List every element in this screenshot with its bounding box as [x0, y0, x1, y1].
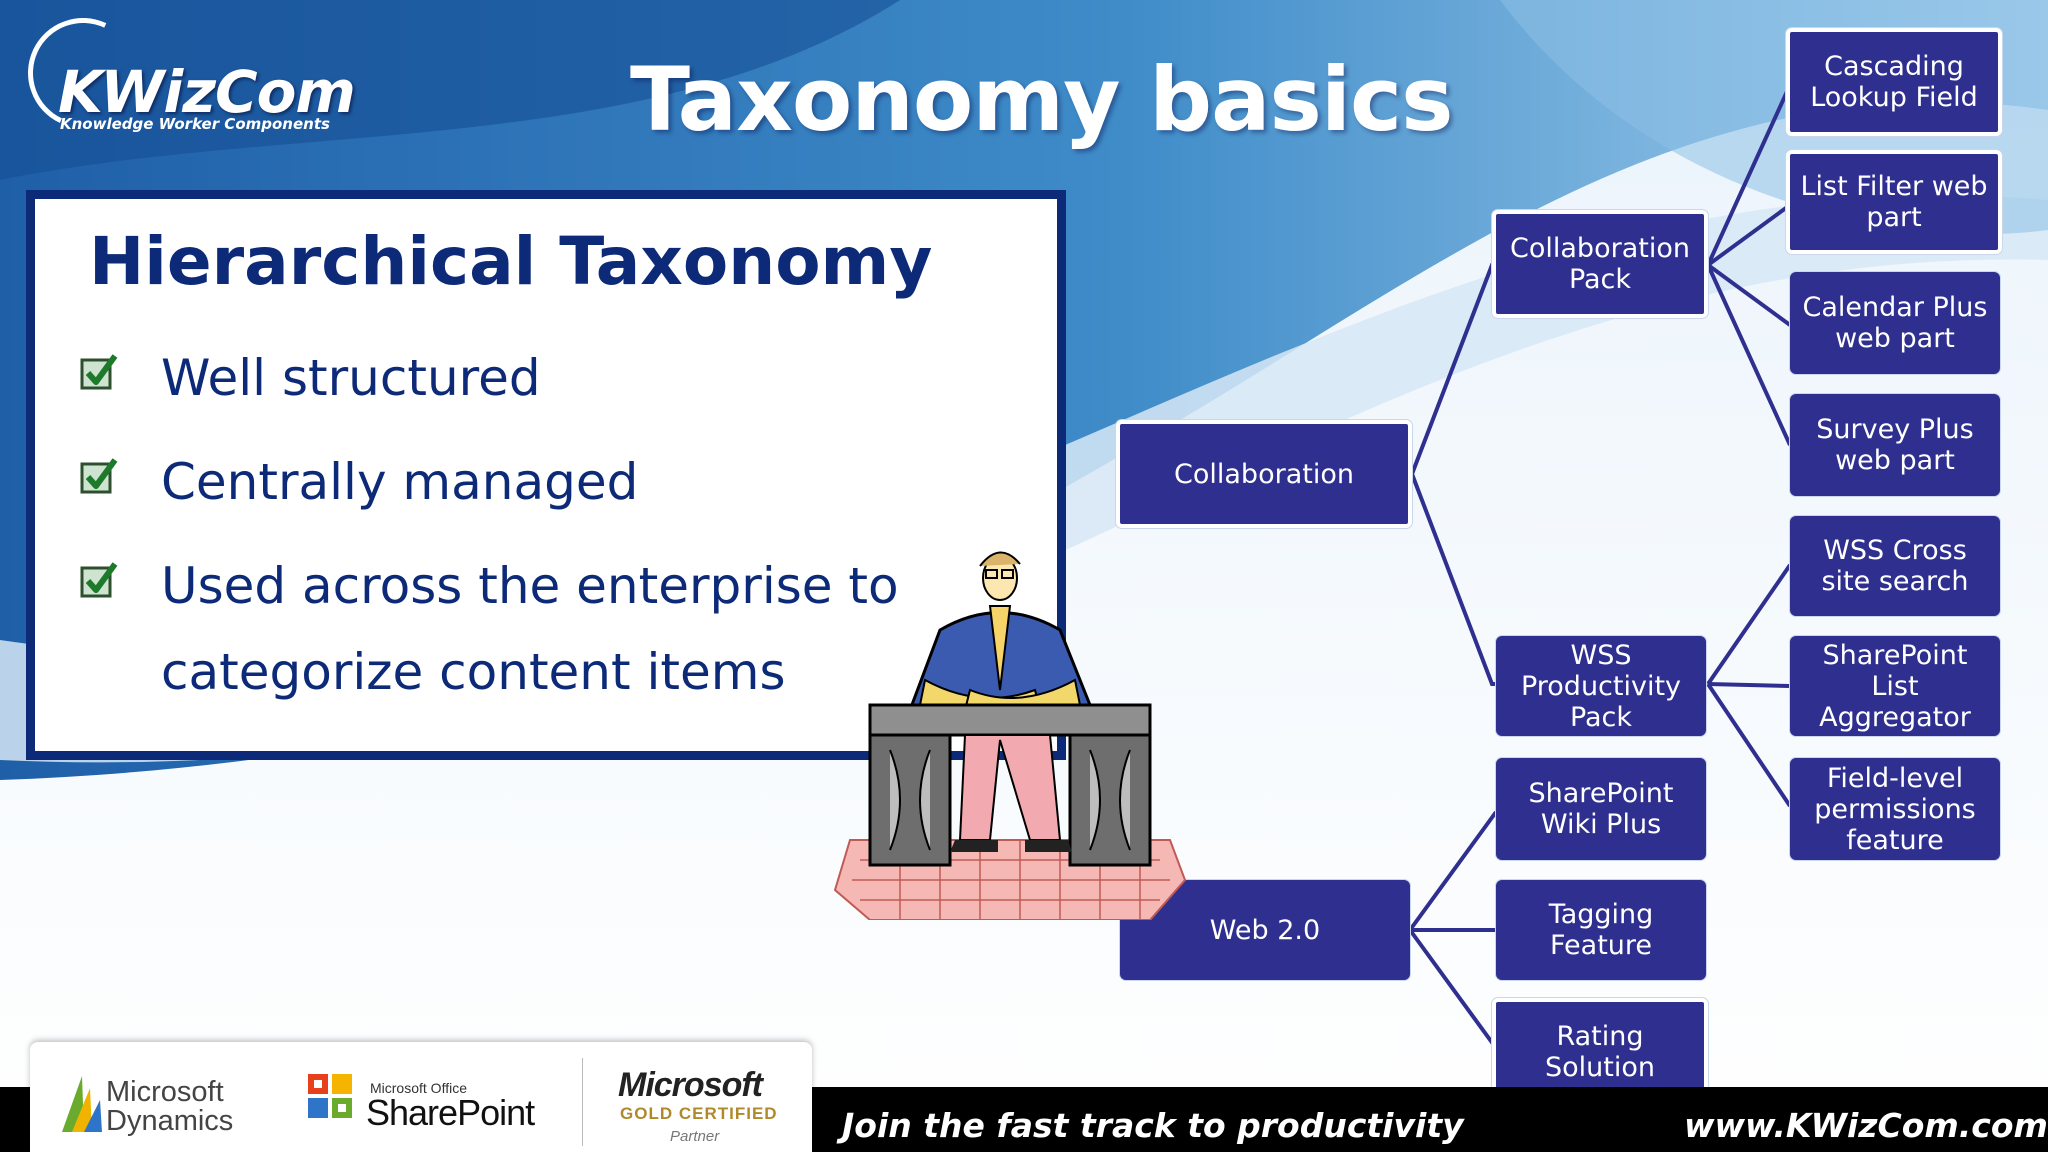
- logo-tagline: Knowledge Worker Components: [60, 115, 330, 133]
- checkbox-checked-icon: [80, 458, 118, 494]
- sharepoint-logo-text: SharePoint: [366, 1092, 535, 1133]
- sharepoint-logo-icon: [308, 1074, 352, 1118]
- node-cascading-lookup: Cascading Lookup Field: [1786, 28, 2002, 136]
- node-collaboration: Collaboration: [1116, 420, 1412, 528]
- bullet-text: Used across the enterprise to: [161, 557, 899, 615]
- gold-partner-label: Partner: [670, 1128, 720, 1145]
- bullet-continuation: categorize content items: [161, 643, 786, 701]
- partner-logos-panel: [30, 1042, 812, 1152]
- logo: KWizCom: [58, 58, 356, 126]
- node-survey-plus: Survey Plus web part: [1790, 394, 2000, 496]
- node-wss-cross-site: WSS Cross site search: [1790, 516, 2000, 616]
- node-field-level-permissions: Field-level permissions feature: [1790, 758, 2000, 860]
- node-list-filter: List Filter web part: [1786, 150, 2002, 254]
- checkbox-checked-icon: [80, 354, 118, 390]
- bullet-text: Centrally managed: [161, 453, 639, 511]
- node-web20: Web 2.0: [1120, 880, 1410, 980]
- microsoft-dynamics-logo-icon: [62, 1076, 102, 1132]
- sharepoint-logo-small: Microsoft Office: [370, 1080, 467, 1096]
- slide-title: Taxonomy basics: [630, 48, 1454, 151]
- microsoft-dynamics-logo: Microsoft Dynamics: [106, 1078, 233, 1136]
- checkbox-checked-icon: [80, 562, 118, 598]
- ms-dynamics-line2: Dynamics: [106, 1105, 234, 1137]
- footer-divider: [582, 1058, 583, 1146]
- man-at-desk-clipart: [833, 551, 1187, 920]
- content-box: Hierarchical Taxonomy Well structured Ce…: [26, 190, 1066, 760]
- node-wss-productivity-pack: WSS Productivity Pack: [1496, 636, 1706, 736]
- gold-certified-label: GOLD CERTIFIED: [620, 1104, 778, 1123]
- content-heading: Hierarchical Taxonomy: [89, 223, 933, 300]
- node-tagging-feature: Tagging Feature: [1496, 880, 1706, 980]
- node-sharepoint-wiki: SharePoint Wiki Plus: [1496, 758, 1706, 860]
- node-calendar-plus: Calendar Plus web part: [1790, 272, 2000, 374]
- node-sp-list-aggregator: SharePoint List Aggregator: [1790, 636, 2000, 736]
- bullet-text: Well structured: [161, 349, 541, 407]
- gold-partner-microsoft: Microsoft: [618, 1066, 763, 1104]
- footer-url[interactable]: www.KWizCom.com: [1684, 1106, 2048, 1145]
- ms-dynamics-line1: Microsoft: [106, 1076, 224, 1108]
- node-collaboration-pack: Collaboration Pack: [1492, 210, 1708, 318]
- footer-slogan: Join the fast track to productivity: [842, 1106, 1464, 1145]
